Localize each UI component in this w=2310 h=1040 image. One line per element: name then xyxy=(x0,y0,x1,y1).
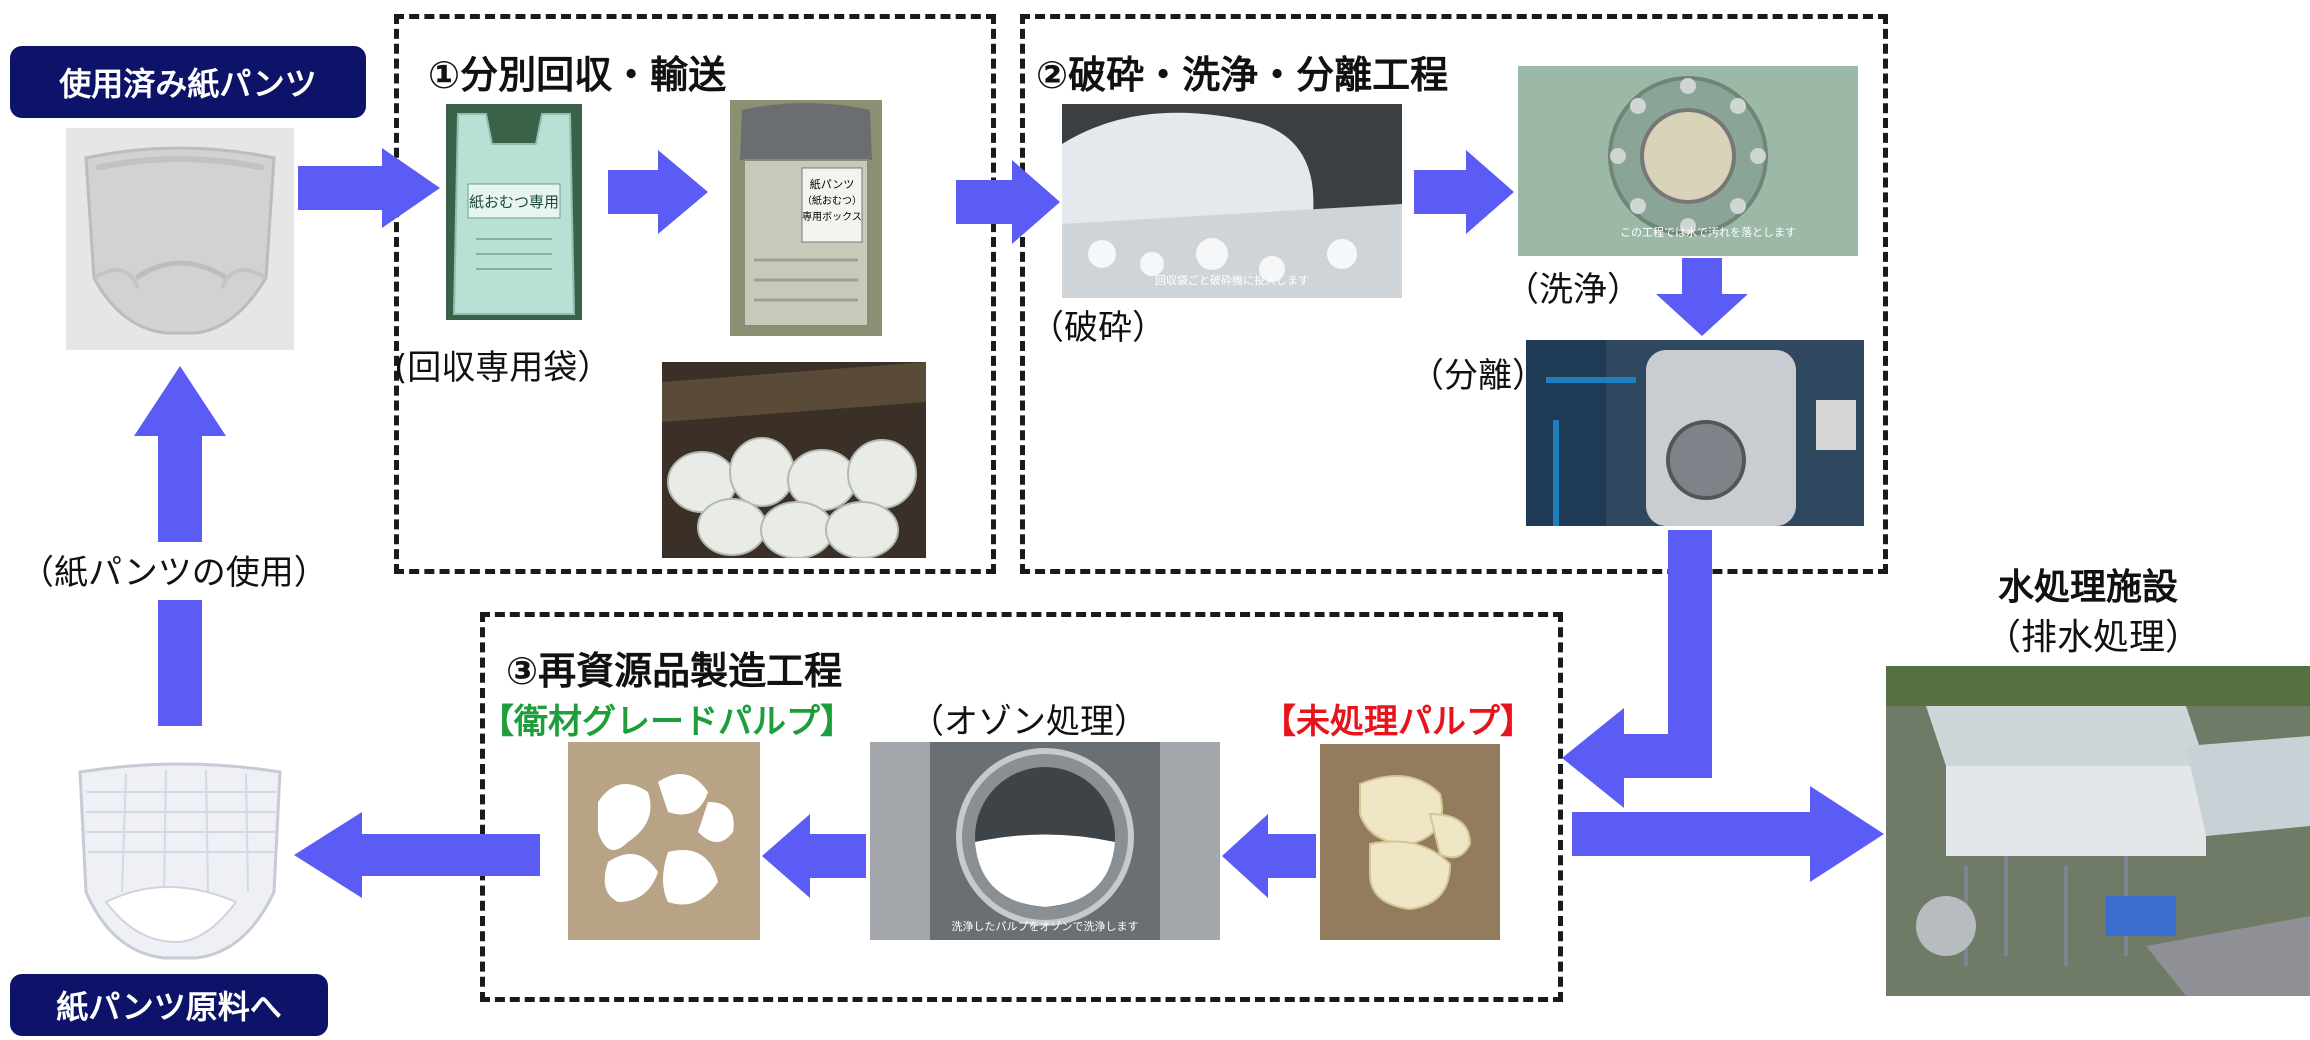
bag-caption: (回収専用袋） xyxy=(394,348,612,388)
water-facility-subtitle: （排水処理） xyxy=(1985,617,2202,658)
separate-caption: （分離） xyxy=(1410,356,1546,396)
use-of-pants-caption: （紙パンツの使用） xyxy=(20,553,328,593)
used-pants-photo xyxy=(66,128,294,350)
washing-photo: この工程では水で汚れを落とします xyxy=(1518,66,1858,256)
crushing-photo: 回収袋ごと破砕機に投入します xyxy=(1062,104,1402,298)
arrow-to-water-treatment xyxy=(1572,786,1884,882)
arrow-to-step1 xyxy=(298,148,440,228)
box-text-2: （紙おむつ） xyxy=(802,194,862,207)
box-text-3: 専用ボックス xyxy=(802,211,862,223)
collected-bags-photo xyxy=(662,362,926,558)
arrow-to-new-pants xyxy=(294,812,540,898)
ozone-caption: （オゾン処理） xyxy=(910,702,1148,742)
untreated-pulp-photo xyxy=(1320,744,1500,940)
crush-subtitle: 回収袋ごと破砕機に投入します xyxy=(1155,273,1309,287)
sanitary-pulp-photo xyxy=(568,742,760,940)
water-treatment-photo xyxy=(1886,666,2310,996)
box-text-1: 紙パンツ xyxy=(810,177,855,191)
new-pants-photo xyxy=(66,752,294,967)
arrow-crush-to-wash xyxy=(1414,150,1514,234)
arrow-pulp-to-ozone xyxy=(1222,814,1316,898)
bag-text: 紙おむつ専用 xyxy=(469,193,559,211)
arrow-wash-to-separate xyxy=(1656,258,1748,336)
collection-box-photo: 紙パンツ （紙おむつ） 専用ボックス xyxy=(730,100,882,336)
arrow-separate-to-pulp xyxy=(1562,530,1718,810)
step1-title: ①分別回収・輸送 xyxy=(428,53,727,97)
step3-title: ③再資源品製造工程 xyxy=(506,649,843,693)
arrow-usage-upper xyxy=(134,366,226,542)
crush-caption: （破砕） xyxy=(1030,308,1166,348)
wash-subtitle: この工程では水で汚れを落とします xyxy=(1620,226,1796,239)
arrow-to-step2 xyxy=(956,160,1060,244)
to-material-label: 紙パンツ原料へ xyxy=(10,974,328,1036)
ozone-subtitle: 洗浄したパルプをオゾンで洗浄します xyxy=(952,919,1139,933)
step3-box xyxy=(480,612,1563,1002)
arrow-ozone-to-sanitary xyxy=(762,814,866,898)
wash-caption: （洗浄） xyxy=(1505,270,1641,310)
collection-bag-photo: 紙おむつ専用 xyxy=(446,104,582,320)
separation-photo xyxy=(1526,340,1864,526)
step1-box xyxy=(394,14,996,574)
used-pants-label: 使用済み紙パンツ xyxy=(10,46,366,118)
arrow-usage-lower xyxy=(158,600,202,726)
arrow-bag-to-box xyxy=(608,150,708,234)
sanitary-pulp-label: 【衛材グレードパルプ】 xyxy=(480,702,854,742)
step2-box xyxy=(1020,14,1888,574)
step2-title: ②破砕・洗浄・分離工程 xyxy=(1036,53,1449,97)
water-facility-title: 水処理施設 xyxy=(1998,567,2179,608)
untreated-pulp-label: 【未処理パルプ】 xyxy=(1262,702,1534,742)
ozone-photo: 洗浄したパルプをオゾンで洗浄します xyxy=(870,742,1220,940)
